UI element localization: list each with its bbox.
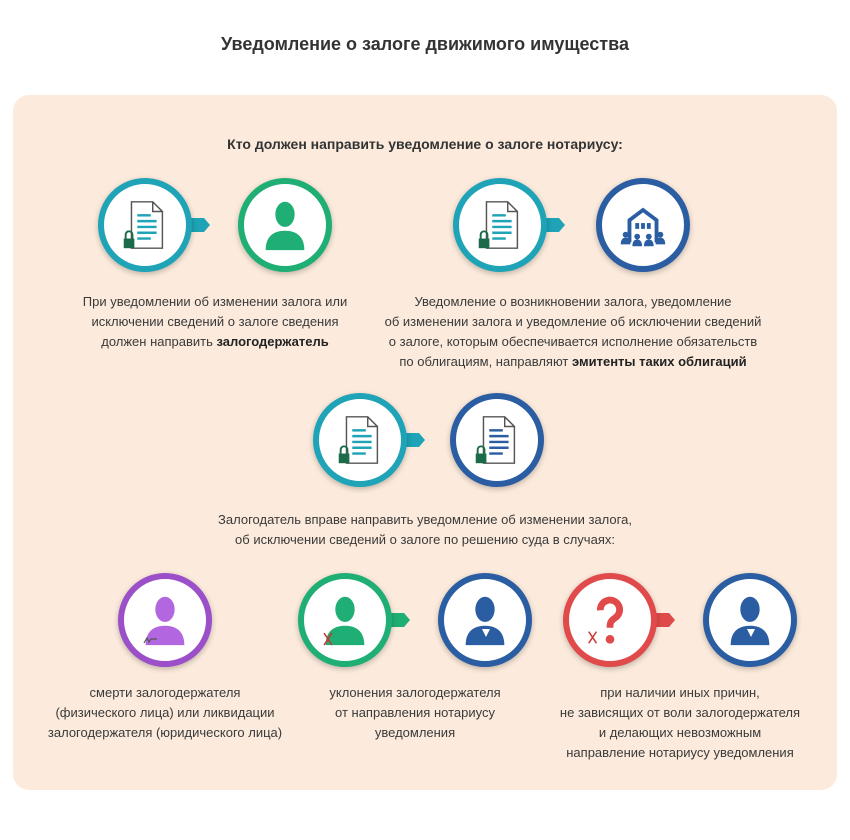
text-line: направление нотариусу уведомления [566,745,794,760]
text-line: при наличии иных причин, [600,685,760,700]
text-line: о залоге, которым обеспечивается исполне… [388,334,758,349]
pledgee-description: При уведомлении об изменении залога или … [55,292,375,352]
notary-person-icon [703,573,797,667]
text-line: исключении сведений о залоге сведения [91,314,339,329]
highlight-pledgee: залогодержатель [216,334,329,349]
arrow-connector [655,613,675,627]
text-line: смерти залогодержателя [89,685,241,700]
issuers-description: Уведомление о возникновении залога, увед… [363,292,783,372]
document-court-icon [450,393,544,487]
text-line: При уведомлении об изменении залога или [82,294,348,309]
text-line: залогодержателя (юридического лица) [47,725,283,740]
text-line: и делающих невозможным [598,725,762,740]
text-line: должен направить [101,334,217,349]
deceased-person-icon [118,573,212,667]
text-line: не зависящих от воли залогодержателя [559,705,801,720]
document-lock-icon [98,178,192,272]
page-title: Уведомление о залоге движимого имущества [221,34,629,54]
building-people-icon [596,178,690,272]
case-other-reasons-text: при наличии иных причин, не зависящих от… [540,683,820,763]
case-death-text: смерти залогодержателя (физического лица… [35,683,295,743]
pledgor-court-description: Залогодатель вправе направить уведомлени… [175,510,675,550]
text-line: об исключении сведений о залоге по решен… [235,532,615,547]
text-line: (физического лица) или ликвидации [55,705,275,720]
document-lock-icon [453,178,547,272]
text-line: от направления нотариусу [335,705,495,720]
pledgee-person-icon [238,178,332,272]
evading-person-icon [298,573,392,667]
text-line: Залогодатель вправе направить уведомлени… [218,512,632,527]
text-line: Уведомление о возникновении залога, увед… [414,294,732,309]
text-line: об изменении залога и уведомление об иск… [384,314,762,329]
question-mark-icon [563,573,657,667]
text-line: уклонения залогодержателя [329,685,501,700]
section-heading: Кто должен направить уведомление о залог… [227,136,623,152]
arrow-connector [545,218,565,232]
text-line: по облигациям, направляют [399,354,572,369]
document-lock-icon [313,393,407,487]
highlight-issuers: эмитенты таких облигаций [571,354,747,369]
notary-person-icon [438,573,532,667]
case-evasion-text: уклонения залогодержателя от направления… [285,683,545,743]
arrow-connector [190,218,210,232]
arrow-connector [390,613,410,627]
text-line: уведомления [374,725,456,740]
arrow-connector [405,433,425,447]
